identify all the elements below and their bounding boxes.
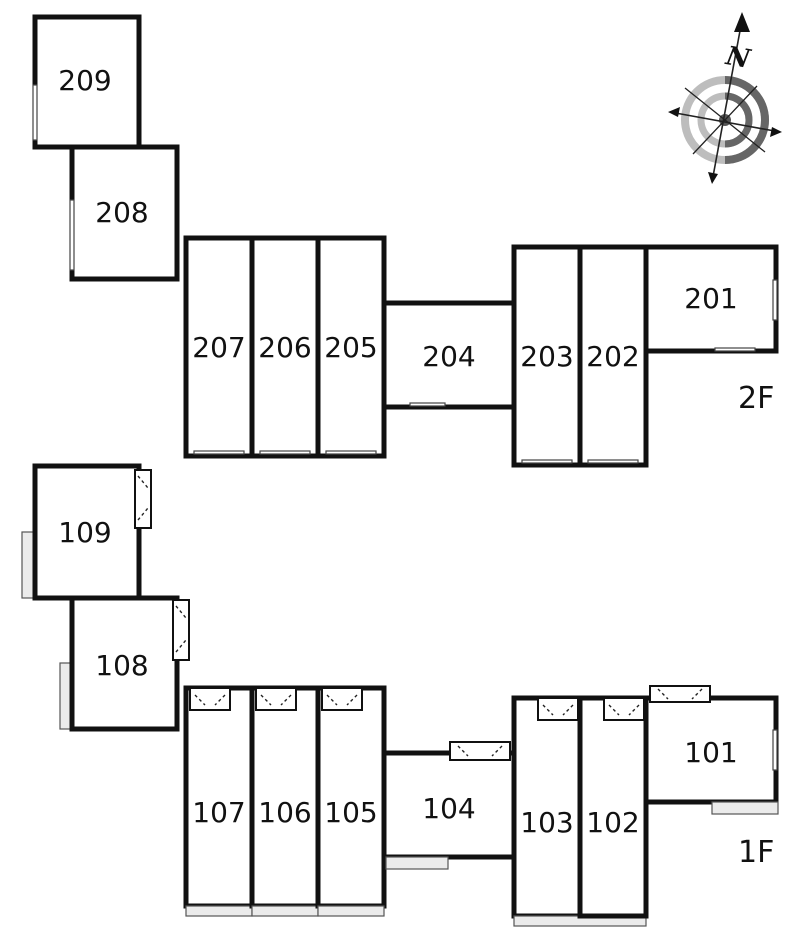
room-207[interactable]: 207	[183, 235, 255, 459]
room-109-label: 109	[58, 516, 111, 549]
room-201-label: 201	[684, 282, 737, 315]
room-206-label: 206	[258, 331, 311, 364]
room-104-label: 104	[422, 792, 475, 825]
room-203[interactable]: 203	[511, 244, 583, 468]
room-106[interactable]: 106	[249, 685, 321, 917]
room-107[interactable]: 107	[183, 685, 255, 917]
room-204-label: 204	[422, 340, 475, 373]
room-107-label: 107	[192, 796, 245, 829]
room-201[interactable]: 201	[643, 244, 779, 354]
floor-1f: 109 108 107 106 105	[21, 463, 779, 927]
room-208-label: 208	[95, 196, 148, 229]
room-205[interactable]: 205	[315, 235, 387, 459]
room-103-label: 103	[520, 806, 573, 839]
room-202-label: 202	[586, 340, 639, 373]
room-209[interactable]: 209	[32, 14, 142, 150]
floor-label-2f: 2F	[738, 381, 774, 416]
room-209-label: 209	[58, 64, 111, 97]
floor-label-1f: 1F	[738, 835, 774, 870]
room-203-label: 203	[520, 340, 573, 373]
compass-north-label: N	[723, 41, 754, 75]
room-106-label: 106	[258, 796, 311, 829]
room-208[interactable]: 208	[69, 144, 180, 282]
room-101-label: 101	[684, 736, 737, 769]
room-109[interactable]: 109	[21, 463, 152, 601]
room-104[interactable]: 104	[381, 741, 517, 870]
room-108-label: 108	[95, 649, 148, 682]
room-105-label: 105	[324, 796, 377, 829]
compass-rose-icon: N	[668, 12, 782, 184]
room-105[interactable]: 105	[315, 685, 387, 917]
room-205-label: 205	[324, 331, 377, 364]
floor-2f: 209 208 207 206 205 204	[32, 14, 779, 468]
room-202[interactable]: 202	[577, 244, 649, 468]
room-101[interactable]: 101	[643, 685, 779, 815]
room-102-label: 102	[586, 806, 639, 839]
room-207-label: 207	[192, 331, 245, 364]
room-108[interactable]: 108	[59, 595, 190, 732]
room-206[interactable]: 206	[249, 235, 321, 459]
room-204[interactable]: 204	[381, 300, 517, 410]
room-102[interactable]: 102	[577, 695, 649, 919]
